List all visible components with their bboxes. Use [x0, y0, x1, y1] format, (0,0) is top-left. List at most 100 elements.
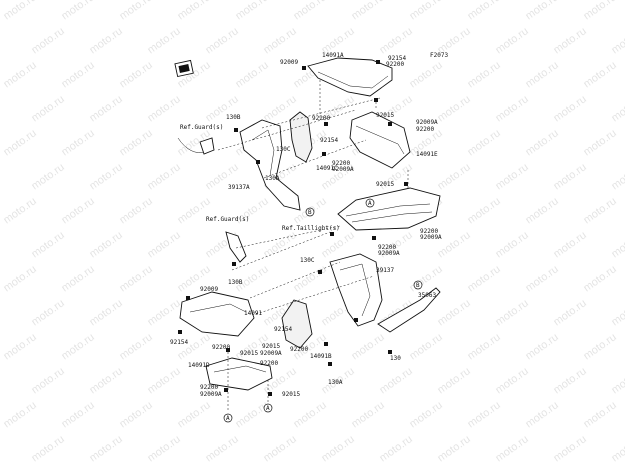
- watermark-text: moto.ru: [551, 229, 588, 260]
- watermark-text: moto.ru: [465, 331, 502, 362]
- part-label-92200: 92200: [212, 344, 230, 351]
- part-14091E: [349, 111, 411, 169]
- part-label-92154: 92154: [274, 326, 292, 333]
- watermark-text: moto.ru: [87, 25, 124, 56]
- watermark-text: moto.ru: [523, 0, 560, 22]
- watermark-text: moto.ru: [87, 433, 124, 464]
- watermark-text: moto.ru: [465, 127, 502, 158]
- watermark-text: moto.ru: [377, 365, 414, 396]
- circle-mark: A: [263, 403, 273, 413]
- watermark-text: moto.ru: [435, 297, 472, 328]
- part-label-130b: 130B: [228, 279, 243, 286]
- watermark-text: moto.ru: [117, 331, 154, 362]
- watermark-text: moto.ru: [203, 25, 240, 56]
- watermark-text: moto.ru: [145, 161, 182, 192]
- part-label-92154: 92154: [320, 137, 338, 144]
- watermark-text: moto.ru: [435, 161, 472, 192]
- svg-text:A: A: [266, 405, 270, 412]
- watermark-text: moto.ru: [435, 93, 472, 124]
- watermark-text: moto.ru: [465, 195, 502, 226]
- part-label-92015: 92015: [262, 343, 280, 350]
- part-label-14091a: 14091A: [322, 52, 344, 59]
- watermark-text: moto.ru: [1, 263, 38, 294]
- watermark-text: moto.ru: [233, 59, 270, 90]
- watermark-text: moto.ru: [261, 229, 298, 260]
- watermark-text: moto.ru: [29, 365, 66, 396]
- watermark-text: moto.ru: [523, 263, 560, 294]
- watermark-text: moto.ru: [551, 25, 588, 56]
- watermark-text: moto.ru: [29, 229, 66, 260]
- watermark-text: moto.ru: [377, 433, 414, 464]
- part-14091A: [307, 57, 393, 97]
- watermark-text: moto.ru: [551, 161, 588, 192]
- watermark-text: moto.ru: [59, 127, 96, 158]
- watermark-text: moto.ru: [145, 93, 182, 124]
- watermark-text: moto.ru: [349, 331, 386, 362]
- part-label-130a: 130A: [265, 175, 280, 182]
- watermark-text: moto.ru: [407, 331, 444, 362]
- part-label-92009a: 92009A: [260, 350, 282, 357]
- part-label-92009a: 92009A: [378, 250, 400, 257]
- part-label-14091: 14091: [244, 310, 262, 317]
- part-label-14091b: 14091B: [310, 353, 332, 360]
- part-label-92015: 92015: [376, 181, 394, 188]
- watermark-text: moto.ru: [465, 0, 502, 22]
- watermark-text: moto.ru: [291, 0, 328, 22]
- part-label-92015: 92015: [240, 350, 258, 357]
- part-label-14091e: 14091E: [416, 151, 438, 158]
- ref-guard-upper-label: Ref.Guard(s): [180, 124, 223, 131]
- watermark-text: moto.ru: [1, 127, 38, 158]
- part-label-39137: 39137: [376, 267, 394, 274]
- watermark-text: moto.ru: [145, 25, 182, 56]
- watermark-text: moto.ru: [493, 25, 530, 56]
- watermark-text: moto.ru: [407, 399, 444, 430]
- watermark-text: moto.ru: [349, 0, 386, 22]
- watermark-text: moto.ru: [523, 195, 560, 226]
- ref-taillight-label: Ref.Taillight(s): [282, 225, 340, 232]
- watermark-text: moto.ru: [523, 399, 560, 430]
- watermark-text: moto.ru: [523, 59, 560, 90]
- guard-rail-upper: [177, 137, 215, 155]
- watermark-text: moto.ru: [581, 263, 618, 294]
- part-14091B: [281, 299, 313, 349]
- watermark-text: moto.ru: [1, 59, 38, 90]
- part-label-39137a: 39137A: [228, 184, 250, 191]
- watermark-text: moto.ru: [377, 25, 414, 56]
- watermark-text: moto.ru: [117, 263, 154, 294]
- part-label-92200: 92200: [260, 360, 278, 367]
- watermark-text: moto.ru: [233, 0, 270, 22]
- watermark-text: moto.ru: [349, 399, 386, 430]
- watermark-text: moto.ru: [29, 161, 66, 192]
- svg-text:B: B: [308, 209, 312, 216]
- watermark-text: moto.ru: [117, 127, 154, 158]
- watermark-text: moto.ru: [581, 331, 618, 362]
- watermark-text: moto.ru: [493, 93, 530, 124]
- part-label-92200: 92200: [200, 384, 218, 391]
- watermark-text: moto.ru: [609, 229, 625, 260]
- part-label-14091c: 14091C: [316, 165, 338, 172]
- watermark-text: moto.ru: [581, 195, 618, 226]
- part-14091C: [289, 111, 313, 163]
- part-label-92200: 92200: [386, 61, 404, 68]
- svg-text:B: B: [416, 282, 420, 289]
- watermark-text: moto.ru: [1, 331, 38, 362]
- watermark-text: moto.ru: [175, 331, 212, 362]
- part-label-92200: 92200: [420, 228, 438, 235]
- watermark-text: moto.ru: [1, 399, 38, 430]
- watermark-text: moto.ru: [407, 0, 444, 22]
- watermark-text: moto.ru: [59, 59, 96, 90]
- watermark-text: moto.ru: [175, 0, 212, 22]
- part-label-130a: 130A: [328, 379, 343, 386]
- part-35063: [377, 287, 441, 333]
- part-label-92009a: 92009A: [200, 391, 222, 398]
- part-label-92200: 92200: [416, 126, 434, 133]
- watermark-text: moto.ru: [87, 297, 124, 328]
- watermark-text: moto.ru: [551, 93, 588, 124]
- figure-code: F2073: [430, 52, 448, 59]
- watermark-text: moto.ru: [551, 365, 588, 396]
- watermark-text: moto.ru: [581, 399, 618, 430]
- watermark-text: moto.ru: [493, 297, 530, 328]
- watermark-text: moto.ru: [145, 365, 182, 396]
